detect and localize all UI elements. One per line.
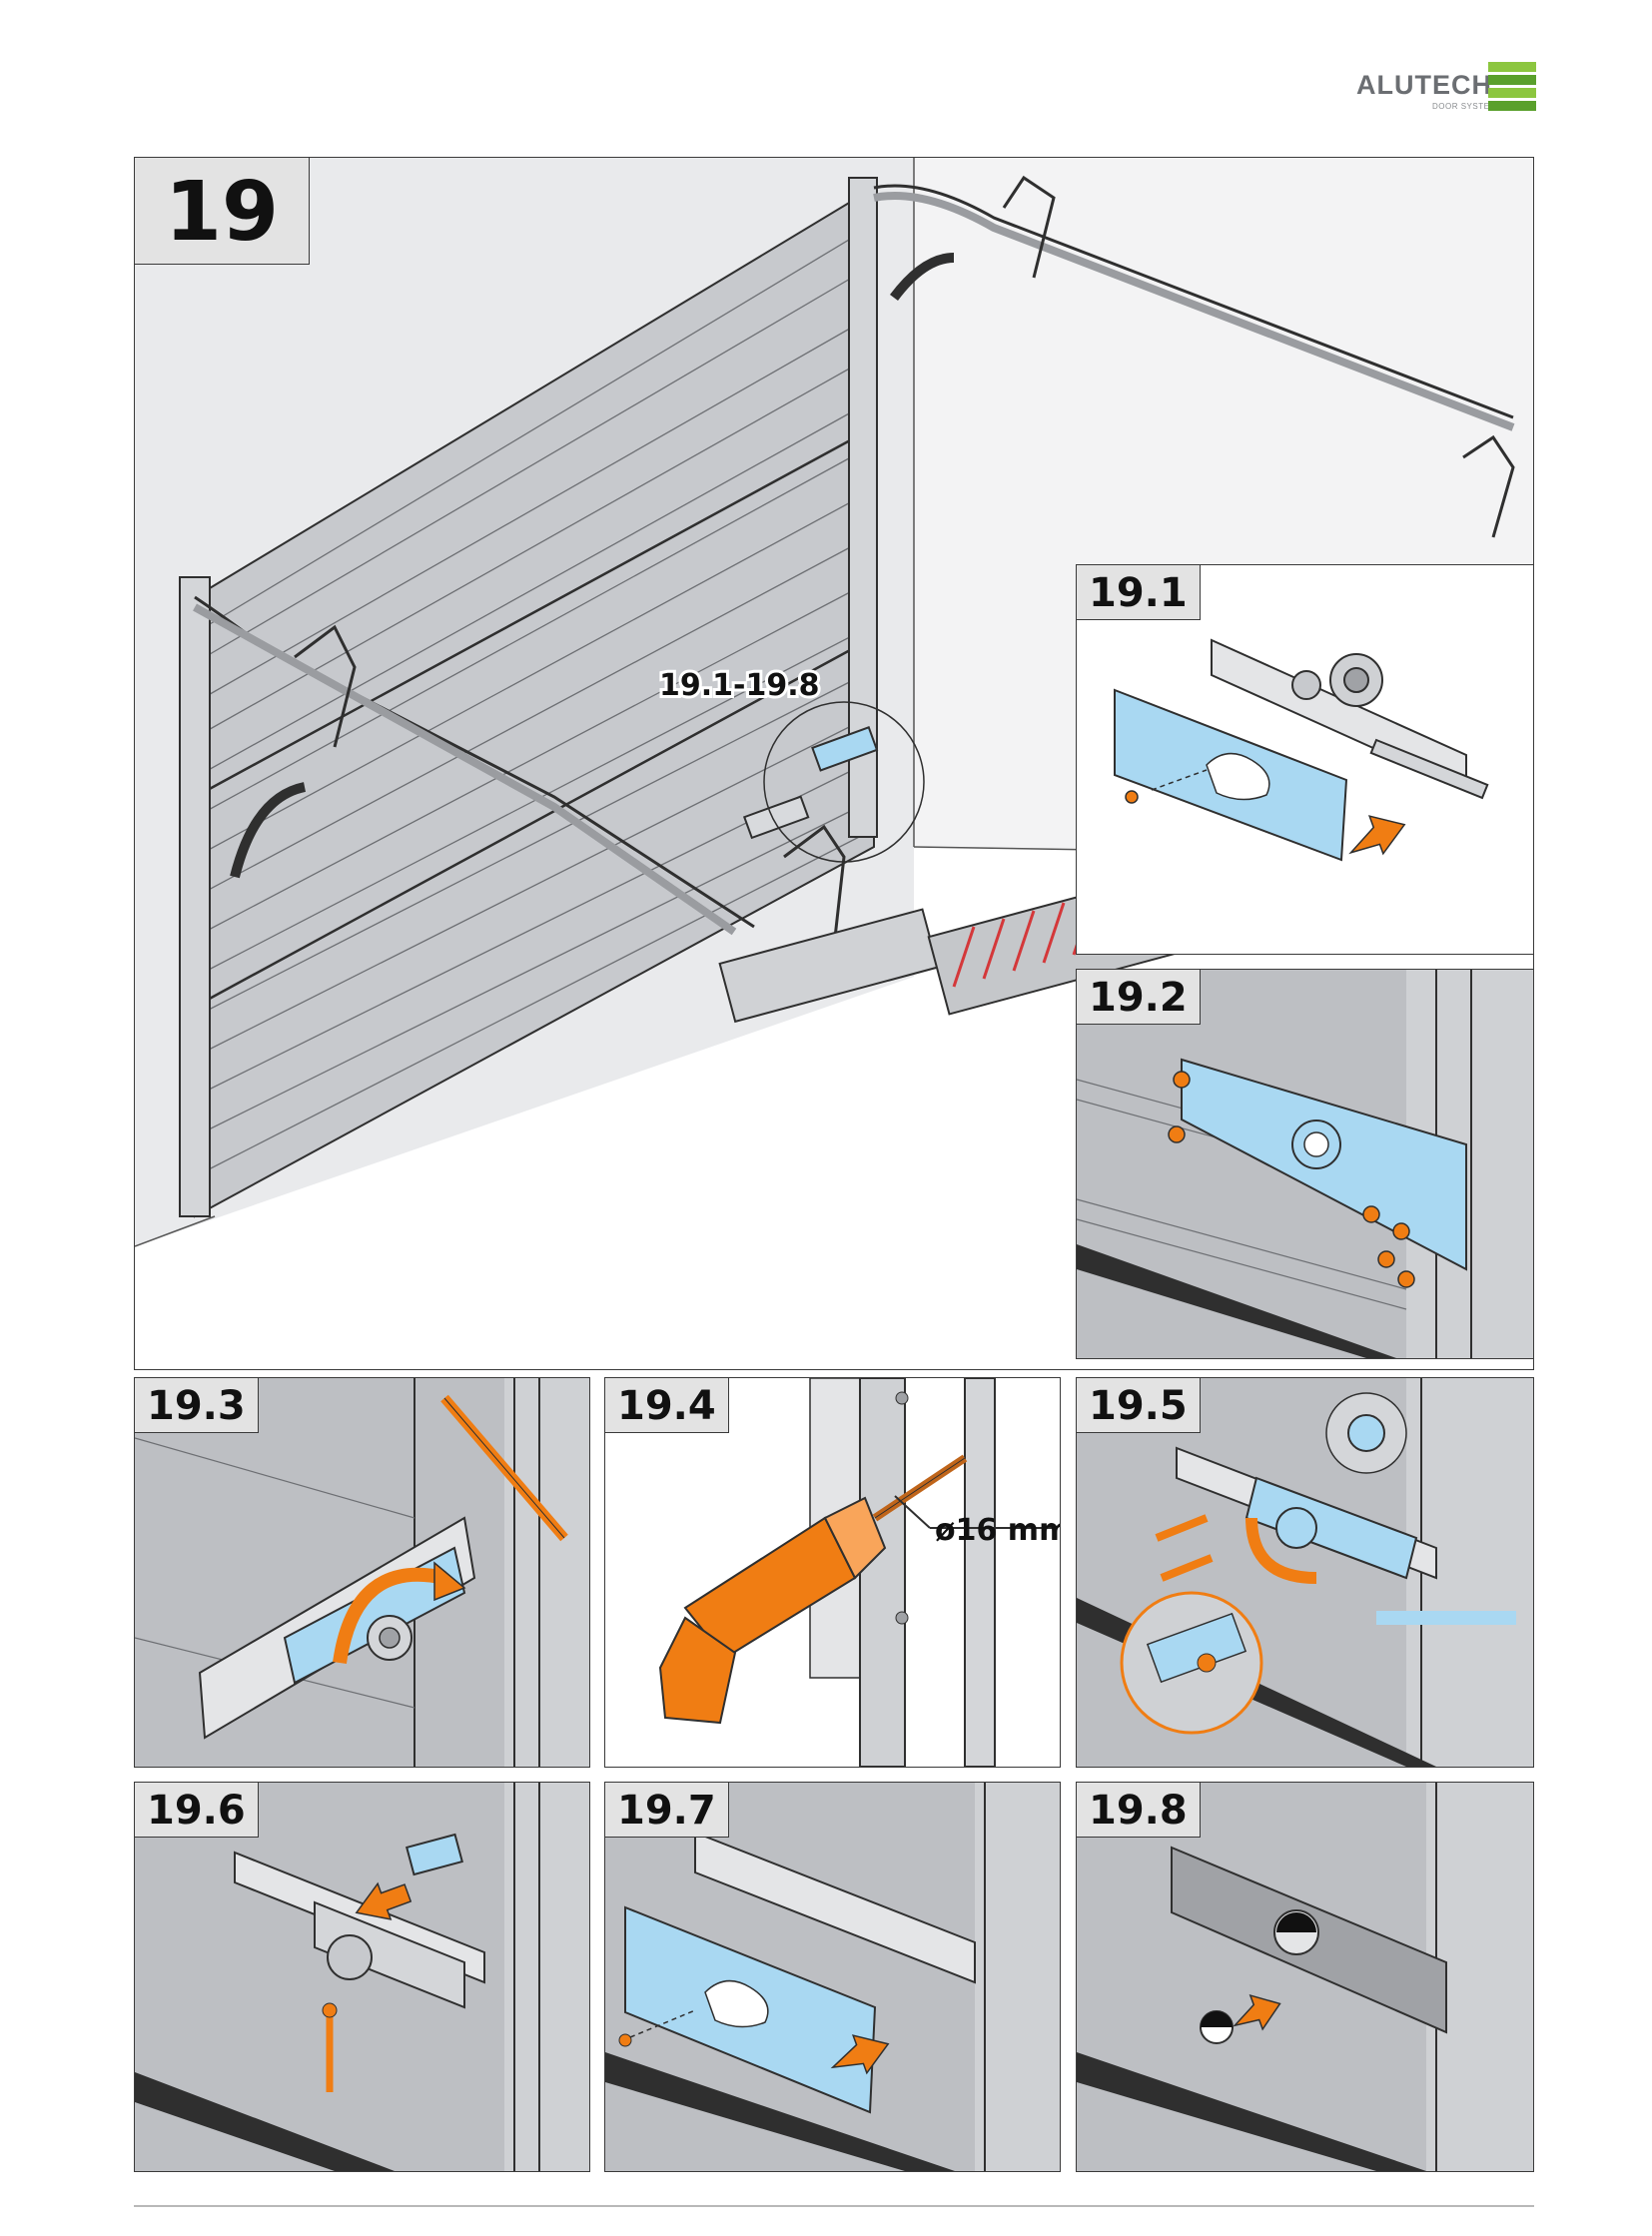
brand-tagline: DOOR SYSTEMS xyxy=(1432,102,1503,111)
substep-19-4-panel: ø16 mm 19.4 xyxy=(604,1377,1061,1768)
substep-19-7-panel: 19.7 xyxy=(604,1782,1061,2172)
substep-19-3-illustration xyxy=(135,1378,589,1767)
substep-label: 19.5 xyxy=(1077,1378,1201,1433)
substep-19-6-illustration xyxy=(135,1783,589,2171)
substep-19-2-panel: 19.2 xyxy=(1076,969,1534,1359)
substep-19-1-panel: 19.1 xyxy=(1076,564,1534,955)
footer-divider xyxy=(134,2205,1534,2207)
substep-label: 19.6 xyxy=(135,1783,259,1838)
substep-19-2-illustration xyxy=(1077,970,1533,1358)
main-step-number: 19 xyxy=(135,158,311,265)
main-callout: 19.1-19.8 xyxy=(659,668,820,703)
substep-19-1-illustration xyxy=(1077,565,1533,954)
brand-name: ALUTECH xyxy=(1356,70,1492,100)
substep-19-3-panel: 19.3 xyxy=(134,1377,590,1768)
substep-19-5-illustration xyxy=(1077,1378,1533,1767)
substep-label: 19.3 xyxy=(135,1378,259,1433)
substep-label: 19.2 xyxy=(1077,970,1201,1025)
brand-stripes-icon xyxy=(1488,62,1536,111)
substep-19-8-panel: 19.8 xyxy=(1076,1782,1534,2172)
garage-door-illustration: 19.1-19.8 xyxy=(135,158,1533,1369)
drill-diameter-label: ø16 mm xyxy=(935,1513,1060,1548)
substep-19-7-illustration xyxy=(605,1783,1060,2171)
brand-logo: ALUTECH DOOR SYSTEMS xyxy=(1356,62,1536,114)
substep-19-6-panel: 19.6 xyxy=(134,1782,590,2172)
substep-19-4-illustration: ø16 mm xyxy=(605,1378,1060,1767)
substep-19-5-panel: 19.5 xyxy=(1076,1377,1534,1768)
substep-label: 19.4 xyxy=(605,1378,729,1433)
substep-label: 19.1 xyxy=(1077,565,1201,620)
substep-19-8-illustration xyxy=(1077,1783,1533,2171)
substep-label: 19.7 xyxy=(605,1783,729,1838)
substep-label: 19.8 xyxy=(1077,1783,1201,1838)
